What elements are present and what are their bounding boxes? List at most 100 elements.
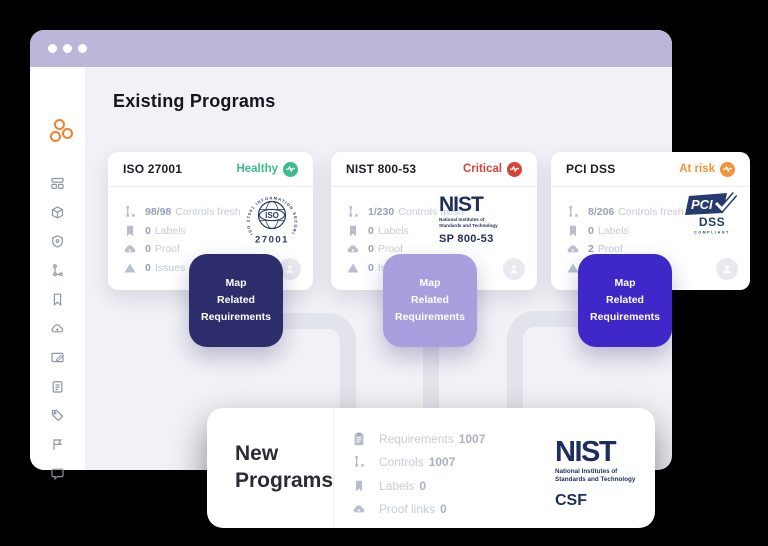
pci-dss-logo: PCI DSS COMPLIANT: [684, 192, 740, 243]
app-logo: [47, 119, 77, 147]
sidebar-item-chat[interactable]: [48, 467, 68, 485]
status-pulse-icon: [507, 161, 522, 177]
person-icon: [285, 262, 295, 277]
map-related-requirements-button[interactable]: Map Related Requirements: [578, 254, 672, 347]
card-header: PCI DSS At risk: [551, 152, 750, 187]
iso-27001-logo: ISO 27001 INFORMATION SECURITY ISO 27001: [237, 184, 305, 249]
flag-icon: [51, 438, 64, 456]
chat-icon: [51, 467, 64, 485]
sidebar-nav: [30, 177, 85, 485]
assignee-button[interactable]: [716, 258, 738, 280]
proof-cloud-icon: [123, 243, 136, 255]
controls-icon: [346, 206, 359, 218]
svg-text:27001: 27001: [255, 235, 289, 245]
labels-icon: [346, 225, 359, 237]
controls-icon: [123, 206, 136, 218]
map-related-requirements-button[interactable]: Map Related Requirements: [383, 254, 477, 347]
status-label: Critical: [463, 163, 502, 175]
sidebar-item-flag[interactable]: [48, 438, 68, 456]
issues-triangle-icon: [566, 262, 579, 274]
labels-icon: [566, 225, 579, 237]
window-dot: [48, 44, 57, 53]
sidebar-item-shield[interactable]: [48, 235, 68, 253]
controls-icon: [51, 264, 64, 282]
labels-icon: [351, 480, 366, 492]
shield-icon: [51, 235, 64, 253]
logo-ring: [50, 131, 61, 142]
assignee-button[interactable]: [503, 258, 525, 280]
sidebar-item-cloud[interactable]: [48, 324, 68, 338]
status-badge: Critical: [463, 161, 522, 177]
proof-cloud-icon: [346, 243, 359, 255]
program-name: ISO 27001: [123, 162, 183, 176]
assignee-button[interactable]: [279, 258, 301, 280]
logo-ring: [54, 119, 65, 130]
card-header: ISO 27001 Healthy: [108, 152, 313, 187]
window-dot: [63, 44, 72, 53]
sidebar-item-card-edit[interactable]: [48, 351, 68, 369]
sidebar: [30, 67, 85, 481]
proof-cloud-icon: [351, 503, 366, 515]
person-icon: [722, 262, 732, 277]
map-related-requirements-button[interactable]: Map Related Requirements: [189, 254, 283, 347]
svg-text:ISO: ISO: [265, 211, 279, 220]
status-label: Healthy: [236, 163, 278, 175]
program-name: PCI DSS: [566, 162, 616, 176]
cloud-upload-icon: [51, 322, 64, 340]
status-pulse-icon: [283, 161, 298, 177]
tag-icon: [51, 409, 64, 427]
dashboard-icon: [51, 177, 64, 195]
sidebar-item-clipboard[interactable]: [48, 380, 68, 398]
svg-text:COMPLIANT: COMPLIANT: [694, 231, 730, 235]
nist-sp-800-53-logo: NIST National Institutes of Standards an…: [439, 193, 498, 246]
new-programs-title: New Programs: [235, 442, 334, 493]
issues-triangle-icon: [123, 262, 136, 274]
program-name: NIST 800-53: [346, 162, 417, 176]
bookmark-icon: [51, 293, 64, 311]
status-badge: At risk: [679, 161, 735, 177]
sidebar-item-bookmark[interactable]: [48, 293, 68, 311]
sidebar-item-tag[interactable]: [48, 409, 68, 427]
controls-icon: [351, 456, 366, 468]
sidebar-item-controls[interactable]: [48, 264, 68, 282]
svg-text:PCI: PCI: [691, 197, 713, 212]
svg-text:DSS: DSS: [699, 215, 725, 229]
controls-icon: [566, 206, 579, 218]
status-label: At risk: [679, 163, 715, 175]
connector-pipe: [423, 347, 439, 408]
logo-ring: [62, 128, 73, 139]
proof-cloud-icon: [566, 243, 579, 255]
labels-icon: [123, 225, 136, 237]
divider: [333, 408, 334, 528]
status-badge: Healthy: [236, 161, 298, 177]
nist-csf-logo: NIST National Institutes of Standards an…: [555, 436, 636, 509]
status-pulse-icon: [720, 161, 735, 177]
clipboard-icon: [51, 380, 64, 398]
requirements-icon: [351, 432, 366, 446]
issues-triangle-icon: [346, 262, 359, 274]
card-edit-icon: [51, 351, 64, 369]
sidebar-item-package[interactable]: [48, 206, 68, 222]
page-title: Existing Programs: [113, 91, 276, 111]
sidebar-item-dashboard[interactable]: [48, 177, 68, 195]
person-icon: [509, 262, 519, 277]
